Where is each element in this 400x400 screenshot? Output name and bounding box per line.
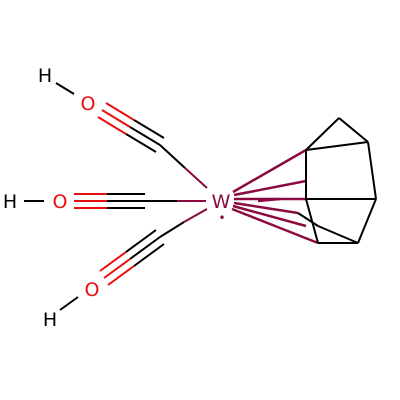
bond-triple-top-3 xyxy=(105,102,135,121)
bond-c-w-top-black xyxy=(159,144,186,169)
atom-labels: H O H O O H W • xyxy=(3,65,231,331)
bond-triple-bottom-2 xyxy=(99,251,127,272)
bond-c-w-bottom-black xyxy=(159,221,185,238)
atom-o-top: O xyxy=(81,93,96,115)
coord-bond-7 xyxy=(257,197,281,203)
atom-h-top: H xyxy=(38,65,52,87)
carbon-cage xyxy=(297,117,377,244)
bond-triple-top-2 xyxy=(97,116,127,135)
bond-triple-bottom-5 xyxy=(125,229,157,253)
bond-c-w-top-purple xyxy=(184,167,208,189)
atom-h-bottom: H xyxy=(43,309,57,331)
cage-bond-7 xyxy=(357,198,377,244)
radical-dot: • xyxy=(218,211,225,225)
bond-h-o-bottom xyxy=(59,296,79,311)
cage-bond-1 xyxy=(305,117,340,151)
coord-bond-5 xyxy=(232,204,307,228)
atom-h-mid: H xyxy=(3,191,17,213)
bond-triple-top-4 xyxy=(129,126,161,146)
ligand-bottom xyxy=(59,208,208,311)
atom-w: W xyxy=(212,191,231,213)
bond-triple-bottom-1 xyxy=(103,258,131,279)
bond-triple-bottom-4 xyxy=(129,236,161,260)
bond-triple-bottom-3 xyxy=(107,265,135,286)
bond-h-o-top xyxy=(55,82,75,95)
coord-bond-1 xyxy=(232,148,307,194)
w-cage-bonds xyxy=(231,148,319,245)
coord-bond-6 xyxy=(231,207,319,245)
bond-triple-bottom-6 xyxy=(133,243,165,267)
ligand-mid xyxy=(24,193,206,209)
atom-o-bottom: O xyxy=(85,279,100,301)
atom-o-mid: O xyxy=(53,191,68,213)
coord-bond-2 xyxy=(233,179,307,197)
cage-bond-10 xyxy=(317,225,359,244)
cage-bond-11 xyxy=(297,212,319,227)
bond-triple-top-5 xyxy=(125,133,157,153)
bond-triple-top-6 xyxy=(133,119,165,139)
cage-bond-3 xyxy=(305,141,369,151)
coord-bond-4 xyxy=(233,201,299,215)
bond-triple-top-1 xyxy=(101,109,131,128)
cage-bond-2 xyxy=(338,117,369,143)
ligand-top xyxy=(55,82,208,189)
bond-c-w-bottom-purple xyxy=(183,208,208,223)
cage-bond-4 xyxy=(367,141,377,200)
